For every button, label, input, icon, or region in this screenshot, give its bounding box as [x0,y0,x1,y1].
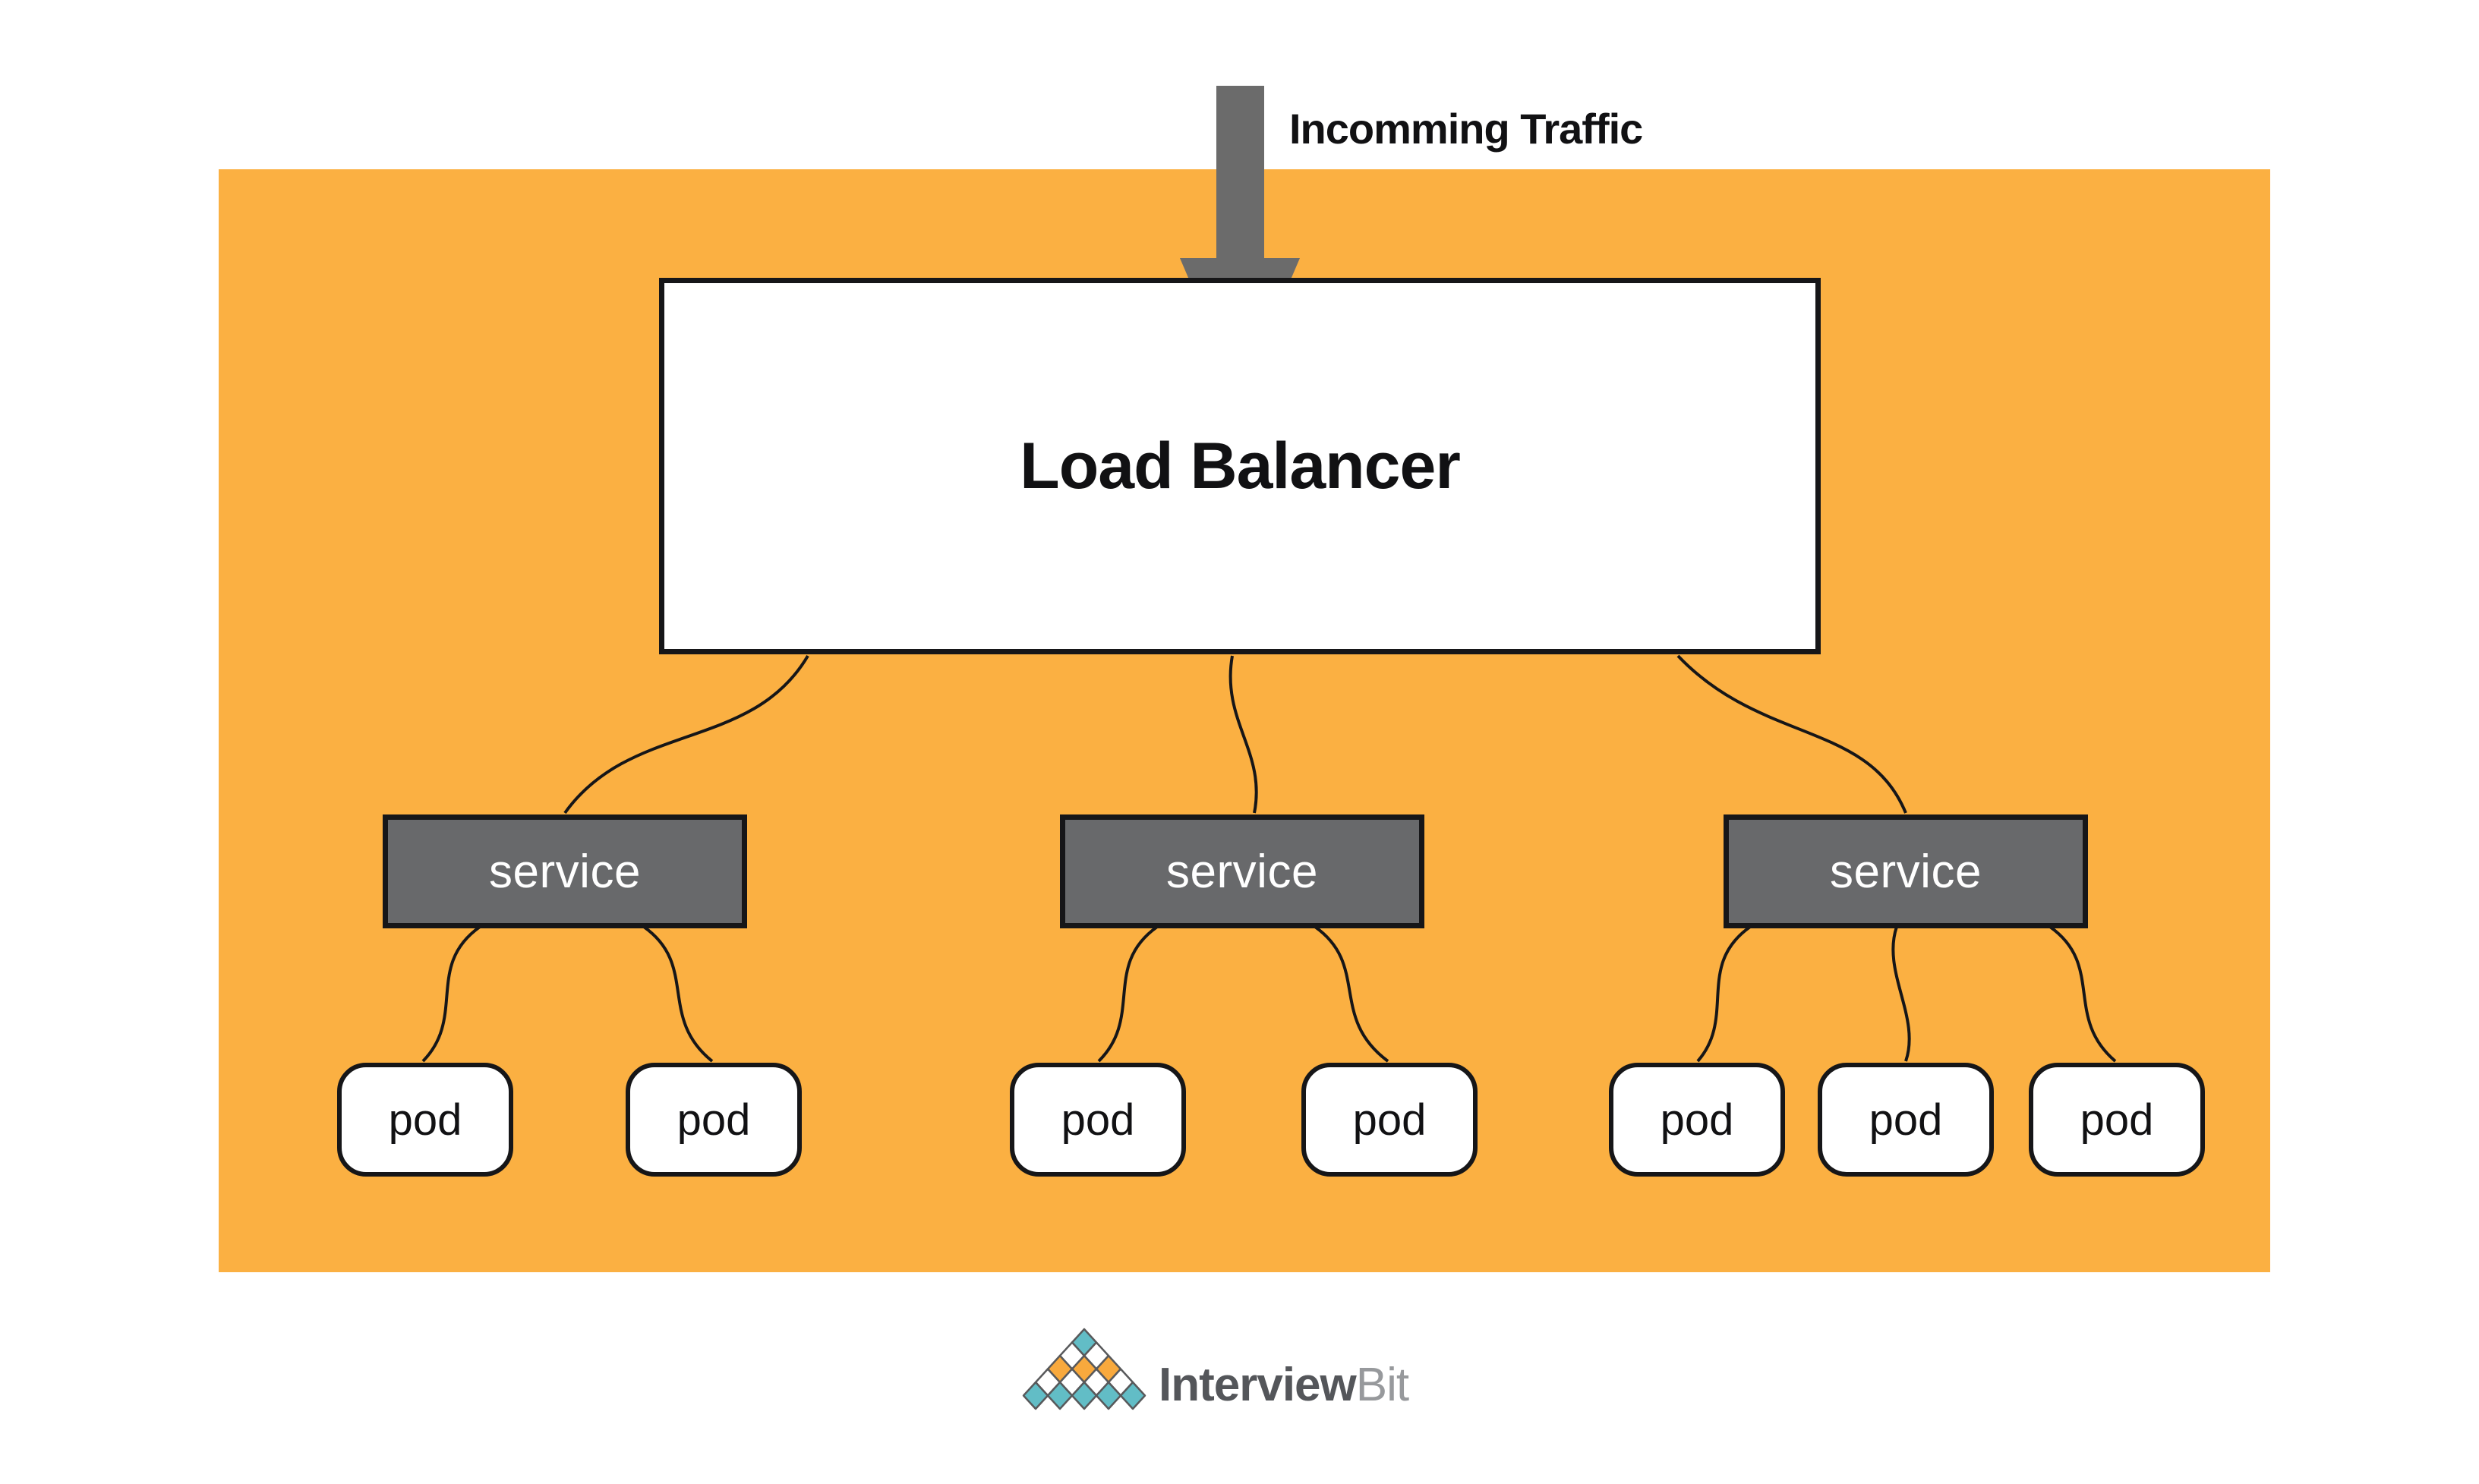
pod-label: pod [388,1095,462,1145]
incoming-traffic-label: Incomming Traffic [1289,105,1643,153]
pod-label: pod [1061,1095,1135,1145]
service-label: service [1166,845,1318,898]
interviewbit-logo-wordmark: InterviewBit [1159,1359,1409,1411]
load-balancer-box: Load Balancer [659,278,1821,654]
service-box-3: service [1724,814,2088,928]
pod-box-5: pod [1609,1063,1785,1177]
pod-label: pod [677,1095,751,1145]
pod-label: pod [1660,1095,1734,1145]
service-box-2: service [1060,814,1424,928]
service-box-1: service [383,814,747,928]
pod-label: pod [1352,1095,1427,1145]
interviewbit-logo-pyramid-icon [1022,1328,1146,1410]
pod-label: pod [1869,1095,1943,1145]
service-label: service [489,845,641,898]
pod-box-6: pod [1818,1063,1994,1177]
logo-text-primary: Interview [1159,1359,1357,1411]
pod-box-4: pod [1301,1063,1478,1177]
pod-box-1: pod [337,1063,513,1177]
logo-text-secondary: Bit [1355,1359,1409,1411]
pod-box-7: pod [2029,1063,2205,1177]
pod-box-2: pod [626,1063,802,1177]
load-balancer-label: Load Balancer [1020,429,1461,503]
pod-label: pod [2080,1095,2154,1145]
service-label: service [1830,845,1982,898]
pod-box-3: pod [1010,1063,1186,1177]
